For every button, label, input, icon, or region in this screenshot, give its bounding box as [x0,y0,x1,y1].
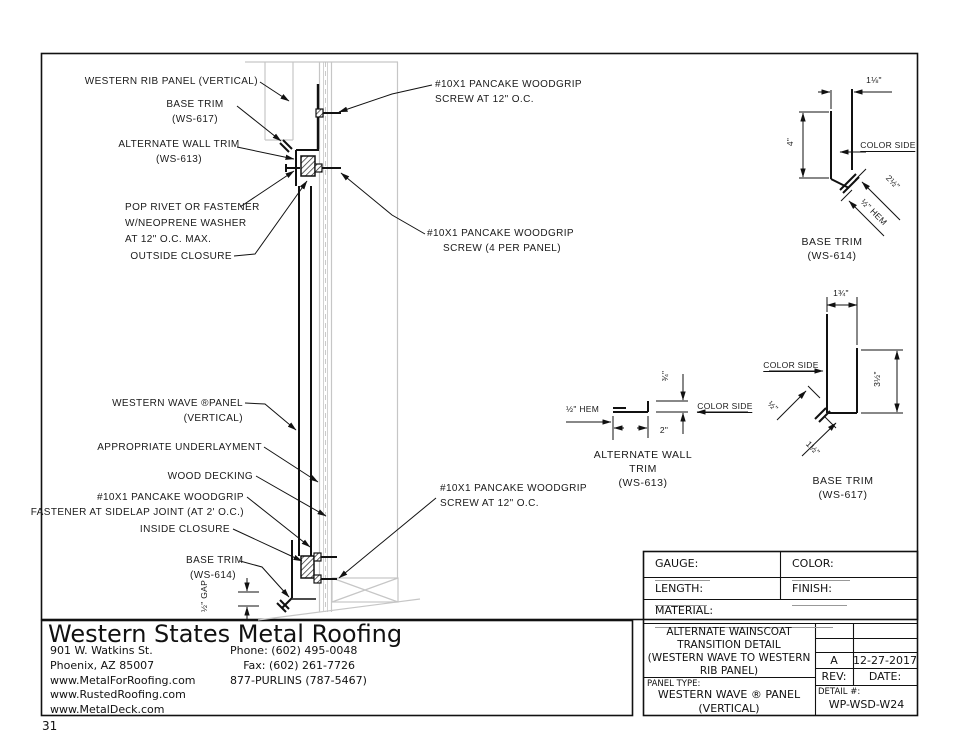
company-website-2[interactable]: www.RustedRoofing.com [50,688,186,702]
ws614-detail-drawing [799,89,901,237]
ws613-dim-leg: 2" [659,425,669,435]
finish-label: FINISH: [792,582,847,606]
length-label: LENGTH: [655,582,707,606]
gap-dimension-label: ½" GAP [199,579,209,613]
company-name: Western States Metal Roofing [48,620,403,648]
rev-value: A [830,654,838,667]
ws613-dim-hem: ½" HEM [566,404,600,414]
gauge-label: GAUGE: [655,557,710,581]
ws614-dim-top: 1⅛" [866,75,882,85]
company-address: 901 W. Watkins St. Phoenix, AZ 85007 www… [50,644,196,717]
sheet-borders [40,52,919,717]
ws617-detail-title: BASE TRIM (WS-617) [812,475,874,501]
callout-base-trim-ws614: BASE TRIM (WS-614) [186,555,244,581]
detail-number-value: WP-WSD-W24 [828,698,905,711]
ws614-detail-title: BASE TRIM (WS-614) [801,236,863,262]
color-label: COLOR: [792,557,850,581]
gauge-blank-field[interactable] [655,570,710,581]
date-label: DATE: [868,670,902,683]
leader-lines [232,81,437,598]
outside-closure-hatch [300,155,316,177]
callout-western-rib-panel: WESTERN RIB PANEL (VERTICAL) [84,76,258,87]
callout-screw-12oc-bottom: #10X1 PANCAKE WOODGRIP SCREW AT 12" O.C. [440,483,587,509]
length-blank-field[interactable] [655,595,707,606]
company-contact: Phone: (602) 495-0048 Fax: (602) 261-772… [230,644,367,687]
company-website-1[interactable]: www.MetalForRoofing.com [50,673,196,687]
ws617-color-side-label: COLOR SIDE [763,360,819,372]
wall-section-structure [245,61,421,621]
callout-inside-closure: INSIDE CLOSURE [139,524,230,535]
fastener-screws [285,108,341,584]
ws617-dim-top: 1¾" [833,288,849,298]
material-blank-field[interactable] [655,617,833,628]
ws613-detail-drawing [566,374,748,440]
ws614-color-side-label: COLOR SIDE [860,140,916,152]
callout-underlayment: APPROPRIATE UNDERLAYMENT [97,442,262,453]
callout-base-trim-ws617: BASE TRIM (WS-617) [166,99,224,125]
detail-number-label: DETAIL #: [818,687,861,697]
company-website-3[interactable]: www.MetalDeck.com [50,703,165,717]
callout-western-wave-panel: WESTERN WAVE ®PANEL (VERTICAL) [112,398,243,424]
ws614-dim-face: 4" [785,137,795,147]
gap-dimension [238,578,259,620]
callout-outside-closure: OUTSIDE CLOSURE [130,251,232,262]
date-value: 12-27-2017 [853,654,917,667]
panel-type-label: PANEL TYPE: [647,679,701,689]
ws617-detail-drawing [769,297,903,457]
ws617-dim-face: 3½" [872,371,882,387]
callout-screw-4-per-panel: #10X1 PANCAKE WOODGRIP SCREW (4 PER PANE… [427,228,574,254]
color-blank-field[interactable] [792,570,850,581]
ws613-color-side-label: COLOR SIDE [697,401,753,413]
page-number: 31 [42,719,58,733]
rev-label: REV: [821,670,847,683]
callout-screw-12oc-top: #10X1 PANCAKE WOODGRIP SCREW AT 12" O.C. [435,79,582,105]
callout-sidelap-fastener: #10X1 PANCAKE WOODGRIP FASTENER AT SIDEL… [30,492,244,518]
inside-closure-hatch [300,555,315,579]
drawing-title: ALTERNATE WAINSCOAT TRANSITION DETAIL (W… [647,626,811,677]
callout-wood-decking: WOOD DECKING [167,471,253,482]
finish-blank-field[interactable] [792,595,847,606]
ws613-dim-up: ¾" [660,370,670,382]
panel-type-value: WESTERN WAVE ® PANEL (VERTICAL) [657,688,801,715]
material-label: MATERIAL: [655,604,833,628]
callout-alternate-wall-trim: ALTERNATE WALL TRIM (WS-613) [118,139,240,165]
callout-pop-rivet: POP RIVET OR FASTENER W/NEOPRENE WASHER … [125,202,260,245]
ws613-detail-title: ALTERNATE WALL TRIM (WS-613) [593,449,693,489]
